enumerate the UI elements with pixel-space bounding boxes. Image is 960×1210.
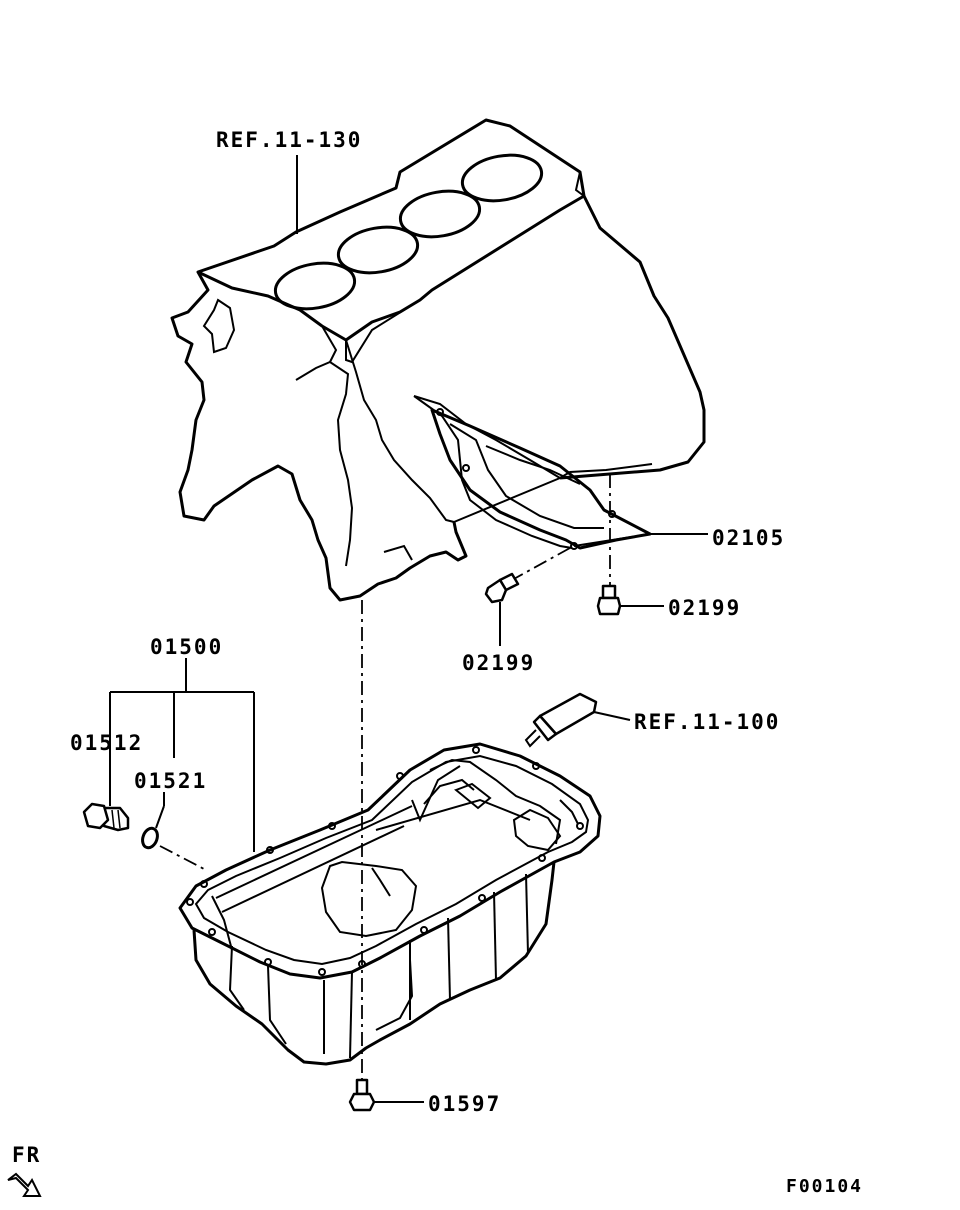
rear-plate-label: 02105 bbox=[712, 526, 785, 550]
oil-pan-assembly-bracket bbox=[109, 658, 255, 852]
drain-gasket bbox=[141, 792, 165, 850]
plate-bolt-left-label: 02199 bbox=[462, 651, 535, 675]
plate-bolt-right-label: 02199 bbox=[668, 596, 741, 620]
engine-block bbox=[170, 118, 706, 602]
oil-pan-assembly-label: 01500 bbox=[150, 635, 223, 659]
ref-sealant-label: REF.11-100 bbox=[634, 710, 780, 734]
front-indicator-label: FR bbox=[12, 1143, 41, 1167]
front-direction-arrow-icon bbox=[7, 1172, 42, 1197]
plate-bolt-left bbox=[484, 572, 520, 646]
ref-engine-block-label: REF.11-130 bbox=[216, 128, 362, 152]
plate-bolt-right bbox=[596, 584, 664, 616]
drain-plug bbox=[82, 802, 130, 832]
pan-bolt bbox=[348, 1078, 424, 1112]
drain-gasket-label: 01521 bbox=[134, 769, 207, 793]
pan-bolt-label: 01597 bbox=[428, 1092, 501, 1116]
sealant-tube bbox=[524, 692, 631, 748]
drain-plug-label: 01512 bbox=[70, 731, 143, 755]
figure-code-label: F00104 bbox=[786, 1176, 863, 1197]
oil-pan bbox=[178, 742, 602, 1066]
